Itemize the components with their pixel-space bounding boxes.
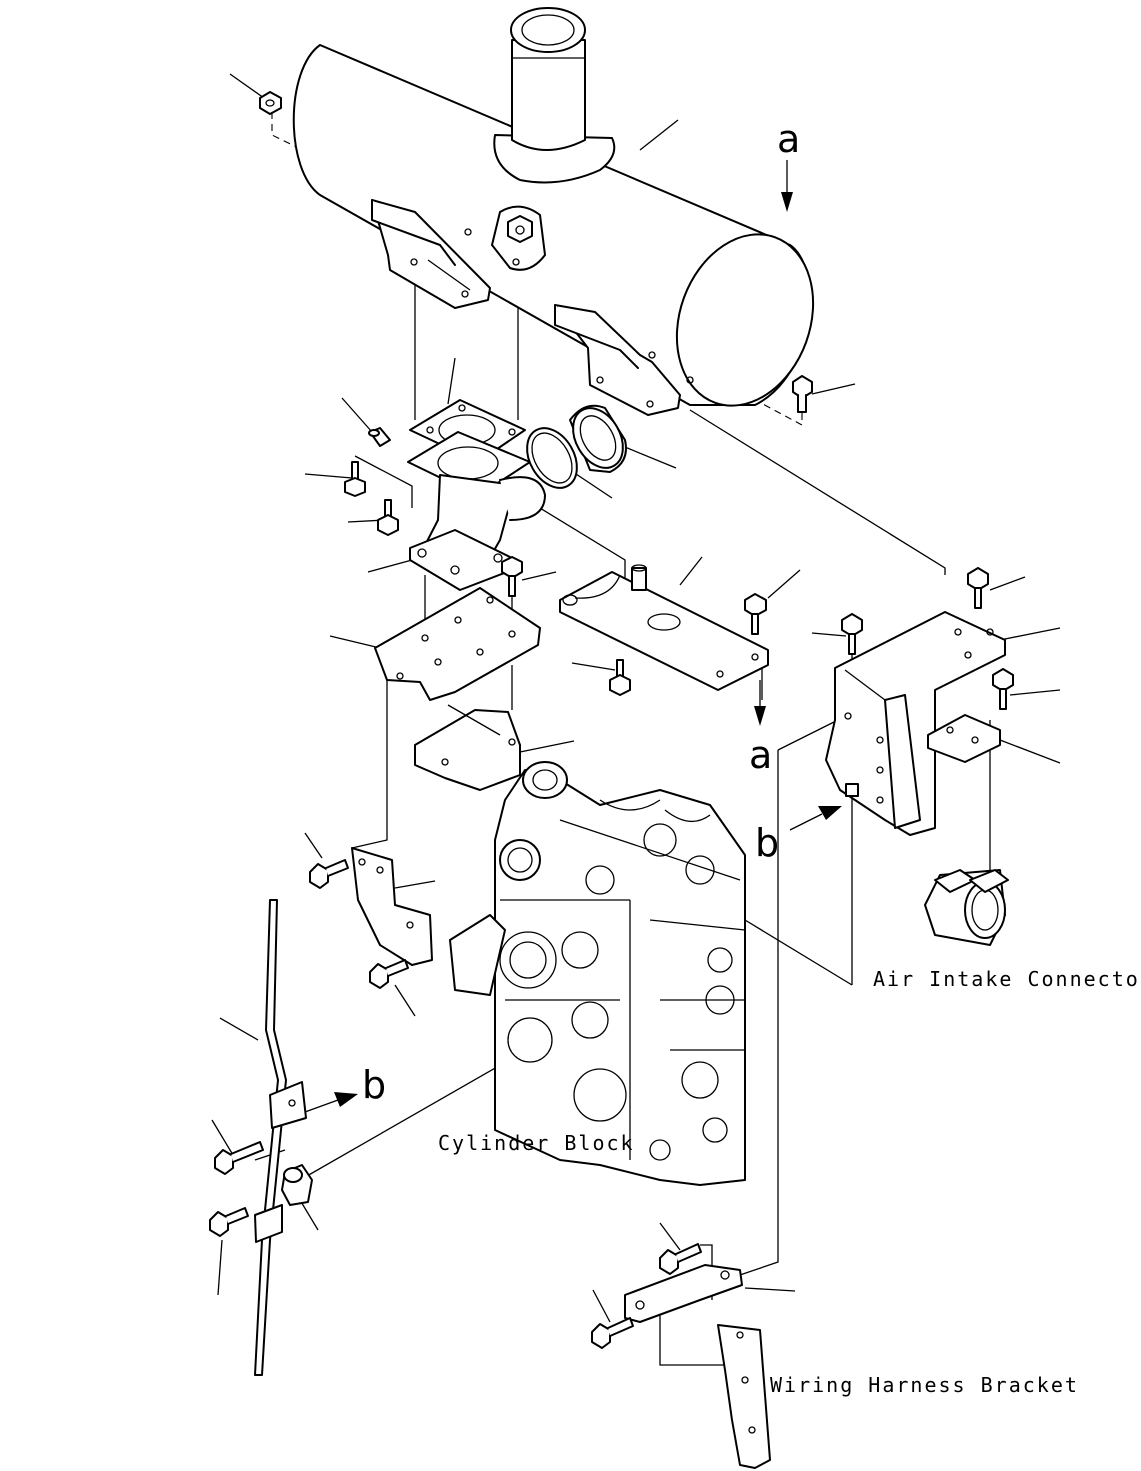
exhaust-elbow (407, 399, 546, 591)
bolt-icon (841, 613, 863, 655)
ref-label-a-bottom: a (749, 733, 772, 777)
plug-icon (368, 427, 391, 447)
dipstick-tube (254, 899, 313, 1376)
ref-label-b-left: b (362, 1063, 386, 1107)
bolt-icon (309, 859, 349, 889)
bolt-icon (377, 499, 399, 536)
bolt-icon (369, 959, 409, 989)
muffler (292, 7, 815, 416)
flange-nut-icon (259, 91, 282, 115)
bolt-icon (501, 556, 523, 597)
bolt-icon (992, 668, 1014, 710)
fasteners (209, 91, 1014, 1349)
bolt-icon (344, 461, 366, 497)
lifting-bracket (351, 847, 433, 966)
wiring-harness-bracket (624, 1264, 771, 1469)
bolt-icon (591, 1317, 634, 1349)
reference-arrows (304, 160, 842, 1113)
wiring-harness-bracket-label: Wiring Harness Bracket (770, 1373, 1079, 1397)
bolt-icon (214, 1141, 264, 1175)
bolt-icon (792, 375, 813, 413)
air-intake-connector (924, 869, 1009, 946)
leader-lines (211, 73, 1061, 1323)
gasket-and-coupling (526, 404, 627, 489)
mounting-plates (374, 564, 769, 791)
air-intake-connector-label: Air Intake Connector (873, 967, 1141, 991)
ref-label-a-top: a (777, 117, 800, 161)
cylinder-block-label: Cylinder Block (438, 1131, 635, 1155)
cylinder-block (449, 761, 746, 1186)
bolt-icon (744, 593, 767, 635)
air-intake-bracket (825, 611, 1006, 836)
bolt-icon (209, 1207, 249, 1237)
bolt-icon (659, 1243, 702, 1275)
ref-label-b-right: b (755, 821, 779, 865)
bolt-icon (967, 567, 989, 609)
bolt-icon (609, 659, 631, 696)
